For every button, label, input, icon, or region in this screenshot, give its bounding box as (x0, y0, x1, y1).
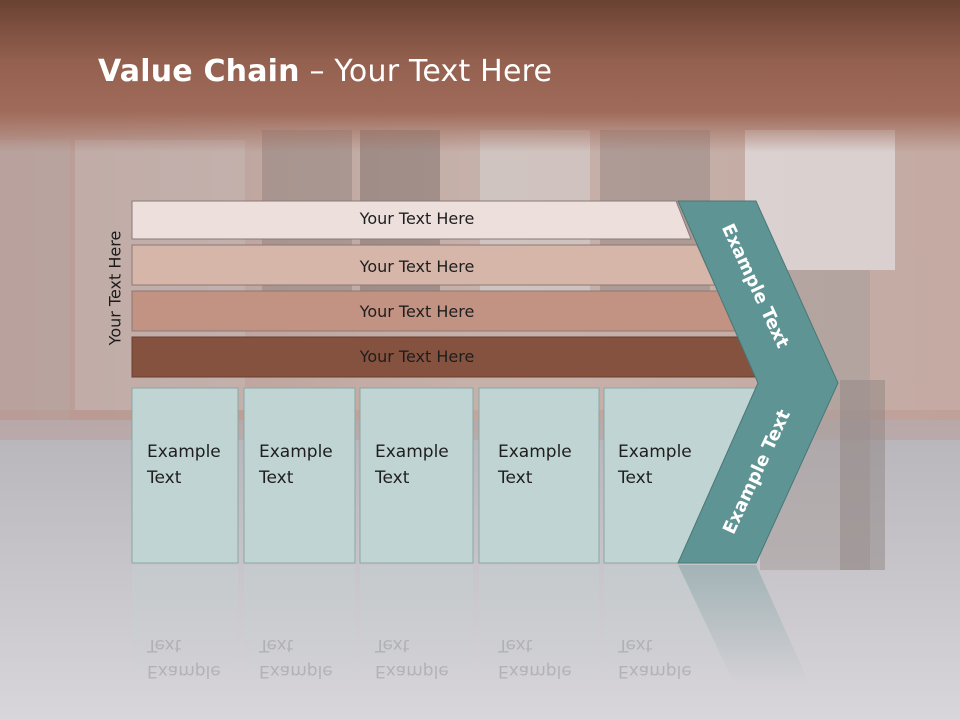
page-title-rest: – Your Text Here (299, 54, 553, 89)
cell-3-line1: Example (375, 442, 449, 462)
cell-box-2 (243, 387, 356, 564)
cell-reflection-text-3: Example Text (375, 632, 449, 684)
chevron-reflection (678, 565, 810, 685)
cell-box-4 (478, 387, 600, 564)
cell-2-line2: Text (259, 468, 294, 488)
page-title-bold: Value Chain (98, 54, 300, 89)
cell-1-line2: Text (147, 468, 182, 488)
page-title: Value Chain – Your Text Here (98, 54, 552, 89)
cell-2-line1: Example (259, 442, 333, 462)
cell-1-refl-line2: Text (147, 635, 182, 655)
cell-3-refl-line2: Text (375, 635, 410, 655)
cell-5-line2: Text (618, 468, 653, 488)
cell-reflection-5 (604, 565, 735, 685)
row-band-1 (131, 200, 692, 240)
cell-3-refl-line1: Example (375, 661, 449, 681)
cell-reflection-text-4: Example Text (498, 632, 572, 684)
cell-1-line1: Example (147, 442, 221, 462)
row-label-2: Your Text Here (359, 257, 475, 276)
cell-5-refl-line1: Example (618, 661, 692, 681)
cell-reflection-1 (132, 565, 238, 685)
row-label-1: Your Text Here (359, 209, 475, 228)
cell-1-refl-line1: Example (147, 661, 221, 681)
chevron-arrow (677, 200, 839, 564)
cell-4-line1: Example (498, 442, 572, 462)
cell-reflection-text-5: Example Text (618, 632, 692, 684)
cell-4-refl-line2: Text (498, 635, 533, 655)
cell-2-refl-line2: Text (259, 635, 294, 655)
cell-reflection-3 (360, 565, 473, 685)
cell-5-refl-line2: Text (618, 635, 653, 655)
row-label-3: Your Text Here (359, 302, 475, 321)
cell-reflection-text-2: Example Text (259, 632, 333, 684)
cell-4-line2: Text (498, 468, 533, 488)
cell-4-refl-line1: Example (498, 661, 572, 681)
cell-5-line1: Example (618, 442, 692, 462)
cell-reflection-text-1: Example Text (147, 632, 221, 684)
cell-reflection-2 (244, 565, 355, 685)
cell-2-refl-line1: Example (259, 661, 333, 681)
cell-reflection-4 (479, 565, 599, 685)
row-label-4: Your Text Here (359, 347, 475, 366)
cell-box-3 (359, 387, 474, 564)
cell-box-1 (131, 387, 239, 564)
cell-3-line2: Text (375, 468, 410, 488)
